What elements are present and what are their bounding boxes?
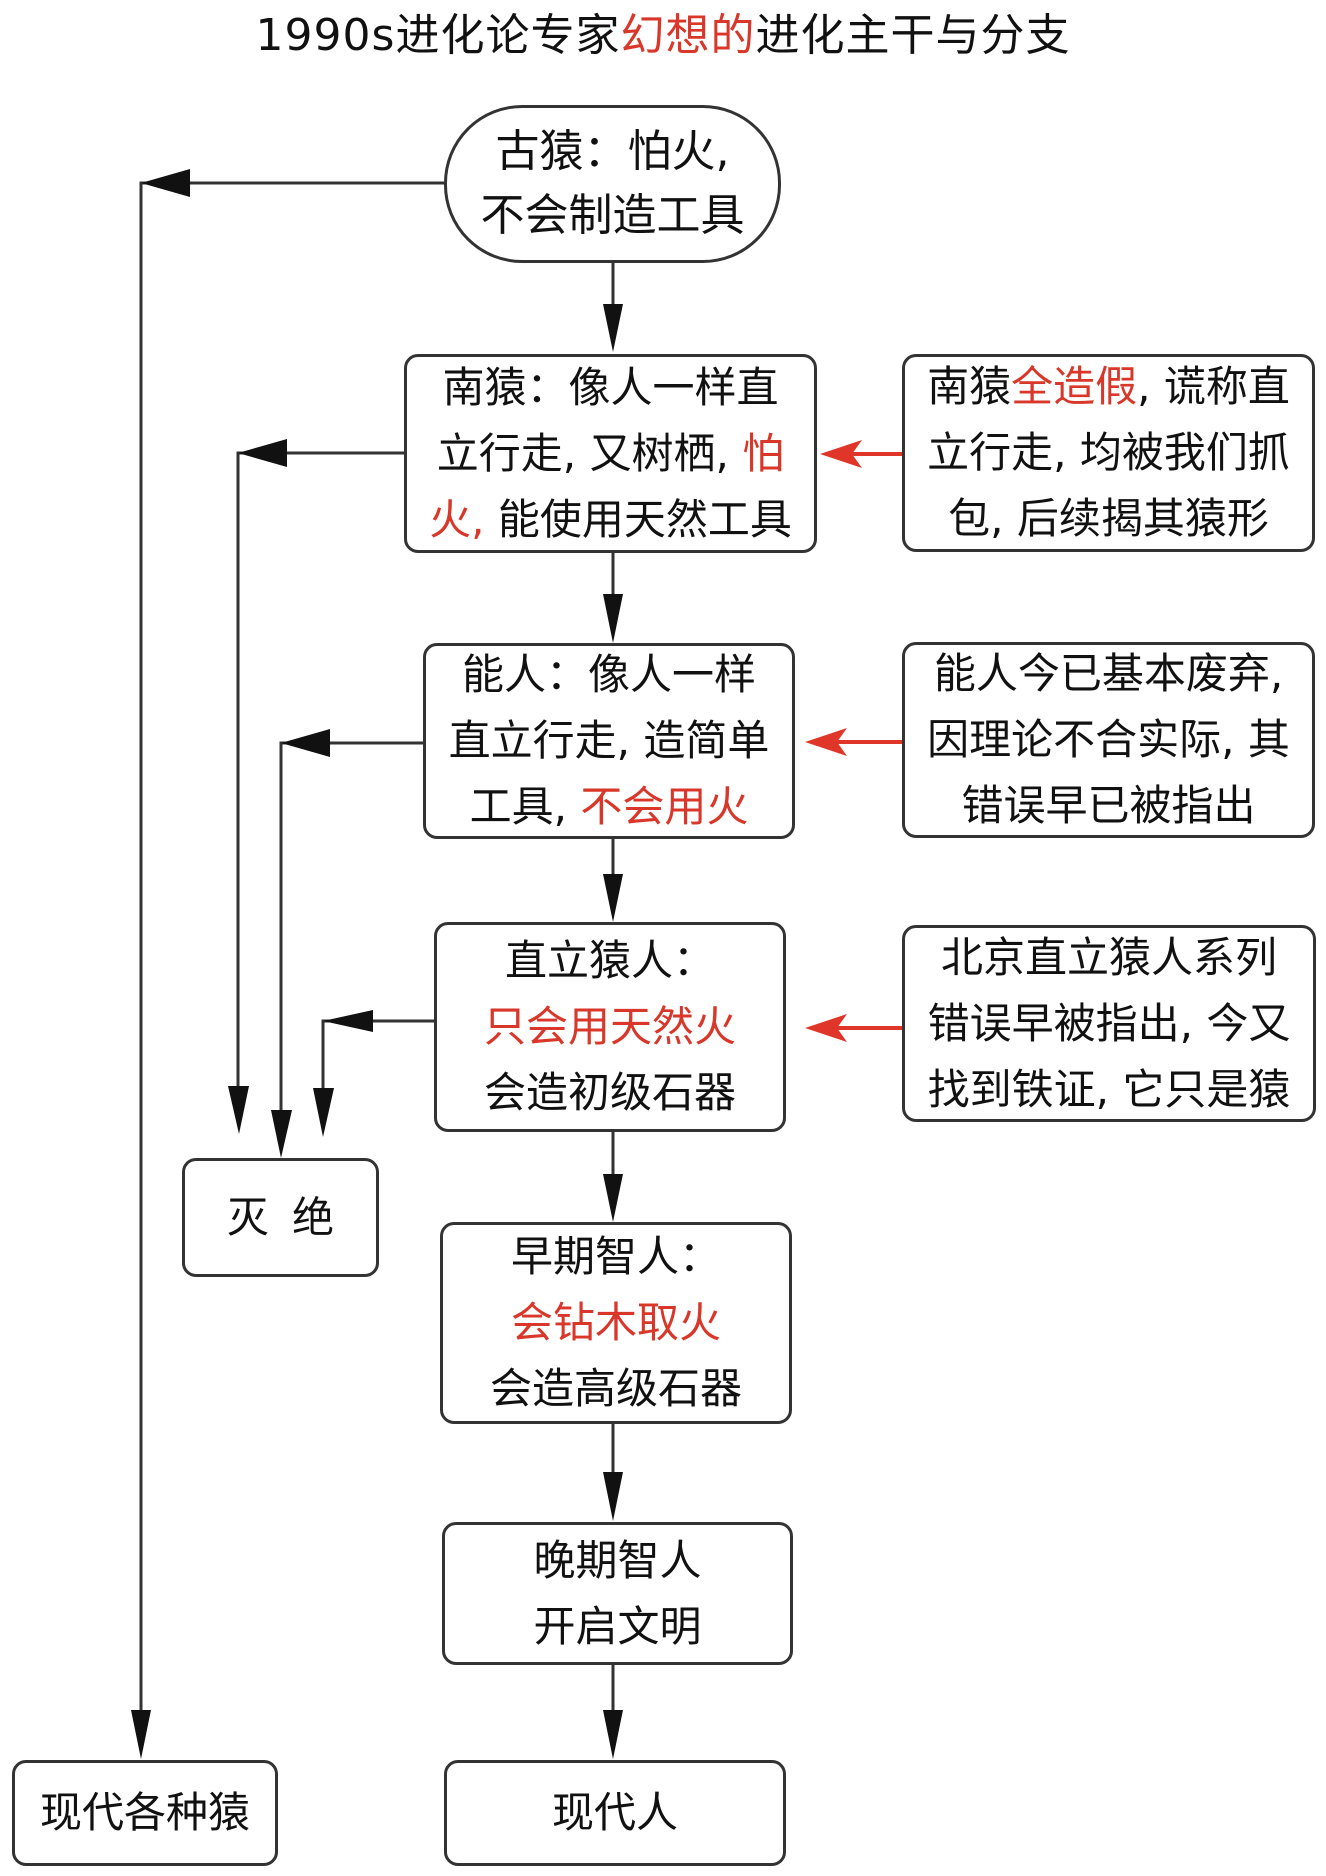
arrowhead-down-icon: [603, 874, 623, 922]
title-highlight: 幻想的: [620, 10, 756, 61]
node-australopithecus-line2: 立行走, 又树栖, 怕: [437, 421, 784, 487]
arrowhead-down-icon: [313, 1088, 334, 1137]
node-australopithecus-line3: 火, 能使用天然工具: [429, 487, 792, 553]
node-modern-apes: 现代各种猿: [12, 1760, 278, 1866]
node-homo-habilis-line1: 能人：像人一样: [461, 650, 756, 699]
rebuttal-australopithecus-line1-rest: , 谎称直: [1137, 362, 1290, 411]
node-early-sapiens-line1: 早期智人：: [510, 1232, 721, 1281]
node-late-sapiens-line1: 晚期智人: [533, 1535, 702, 1585]
rebuttal-australopithecus-line1: 南猿全造假, 谎称直: [927, 354, 1290, 420]
connector-habilis-to-extinct: [279, 741, 423, 1112]
arrowhead-left-icon: [281, 729, 330, 757]
node-homo-habilis-no-fire: 不会用火: [580, 782, 749, 831]
node-early-sapiens-line2: 会钻木取火: [510, 1298, 721, 1347]
arrowhead-left-icon: [238, 439, 287, 467]
node-homo-erectus-line3: 会造初级石器: [483, 1068, 736, 1117]
arrowhead-down-icon: [131, 1710, 151, 1759]
arrowhead-down-icon: [603, 304, 623, 352]
arrowhead-down-icon: [271, 1110, 292, 1158]
node-homo-erectus: 直立猿人： 只会用天然火 会造初级石器: [434, 922, 786, 1132]
node-extinct-label: 灭 绝: [226, 1192, 335, 1242]
arrowhead-down-icon: [603, 1710, 623, 1759]
node-ancient-ape-line2: 不会制造工具: [480, 190, 745, 241]
node-extinct: 灭 绝: [182, 1158, 379, 1277]
diagram-title: 1990s进化论专家幻想的进化主干与分支: [0, 8, 1326, 64]
node-ancient-ape-line1: 古猿：怕火,: [495, 126, 730, 177]
node-late-sapiens: 晚期智人 开启文明: [442, 1522, 793, 1665]
rebuttal-homo-habilis: 能人今已基本废弃, 因理论不合实际, 其 错误早已被指出: [902, 642, 1315, 838]
red-arrowhead-left-icon: [805, 1014, 847, 1042]
node-australopithecus: 南猿：像人一样直 立行走, 又树栖, 怕 火, 能使用天然工具: [404, 354, 817, 553]
rebuttal-homo-erectus-line3: 找到铁证, 它只是猿: [927, 1064, 1291, 1114]
red-arrowhead-left-icon: [805, 728, 847, 756]
red-arrowhead-left-icon: [820, 440, 862, 468]
rebuttal-homo-erectus-line2: 错误早被指出, 今又: [927, 998, 1291, 1048]
node-homo-habilis-line2: 直立行走, 造简单: [448, 716, 770, 765]
arrowhead-left-icon: [323, 1010, 373, 1032]
node-late-sapiens-line2: 开启文明: [533, 1601, 702, 1651]
node-homo-habilis: 能人：像人一样 直立行走, 造简单 工具, 不会用火: [423, 643, 795, 839]
node-modern-apes-label: 现代各种猿: [39, 1788, 250, 1837]
rebuttal-homo-habilis-line1: 能人今已基本废弃,: [933, 649, 1284, 698]
connector-ancient-ape-to-modern-apes: [139, 181, 444, 1712]
rebuttal-homo-habilis-line2: 因理论不合实际, 其: [927, 715, 1290, 764]
node-modern-human-label: 现代人: [551, 1788, 678, 1837]
node-australopithecus-fear-fire: 怕: [742, 428, 785, 478]
arrowhead-left-icon: [141, 169, 190, 197]
node-early-sapiens: 早期智人： 会钻木取火 会造高级石器: [440, 1222, 792, 1424]
node-homo-erectus-line1: 直立猿人：: [504, 936, 715, 985]
rebuttal-homo-erectus-line1: 北京直立猿人系列: [940, 932, 1277, 982]
rebuttal-homo-erectus: 北京直立猿人系列 错误早被指出, 今又 找到铁证, 它只是猿: [902, 925, 1316, 1122]
node-australopithecus-line2-text: 立行走, 又树栖,: [436, 428, 743, 478]
node-homo-erectus-line2: 只会用天然火: [483, 1002, 736, 1051]
node-australopithecus-fire: 火,: [429, 494, 485, 544]
arrowhead-down-icon: [603, 1472, 623, 1521]
node-homo-habilis-line3-text: 工具,: [469, 782, 581, 831]
rebuttal-australopithecus-line2: 立行走, 均被我们抓: [927, 428, 1290, 477]
arrowhead-down-icon: [603, 1174, 623, 1222]
connector-erectus-to-extinct: [321, 1019, 434, 1090]
node-modern-human: 现代人: [444, 1760, 786, 1866]
title-suffix: 进化主干与分支: [755, 10, 1071, 61]
node-australopithecus-line1: 南猿：像人一样直: [442, 362, 779, 412]
node-ancient-ape: 古猿：怕火, 不会制造工具: [444, 105, 781, 263]
node-homo-habilis-line3: 工具, 不会用火: [470, 774, 749, 840]
rebuttal-australopithecus-line3: 包, 后续揭其猿形: [948, 494, 1269, 543]
arrowhead-down-icon: [228, 1086, 249, 1134]
rebuttal-homo-habilis-line3: 错误早已被指出: [961, 781, 1256, 830]
rebuttal-australopithecus-subject: 南猿: [927, 362, 1012, 411]
node-early-sapiens-line3: 会造高级石器: [489, 1364, 742, 1413]
node-australopithecus-line3-text: 能使用天然工具: [484, 494, 792, 544]
rebuttal-australopithecus-fake: 全造假: [1011, 362, 1138, 411]
title-prefix: 1990s进化论专家: [255, 10, 621, 61]
rebuttal-australopithecus: 南猿全造假, 谎称直 立行走, 均被我们抓 包, 后续揭其猿形: [902, 354, 1315, 552]
connector-australopithecus-to-extinct: [236, 451, 405, 1088]
arrowhead-down-icon: [603, 594, 623, 643]
